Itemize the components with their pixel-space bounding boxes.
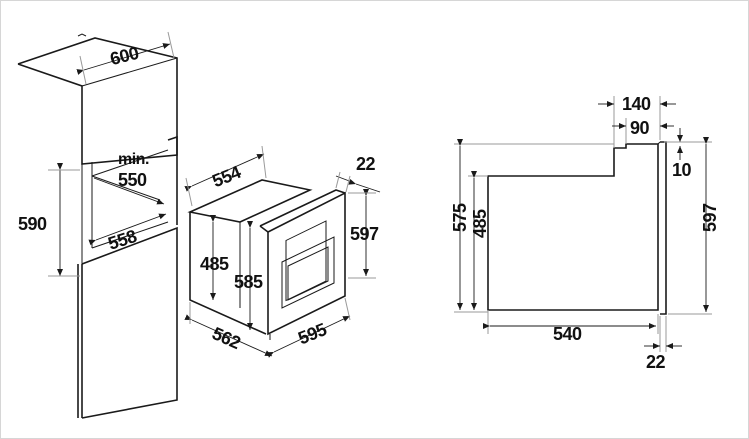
dim-niche-min: min. (118, 151, 149, 168)
dim-side-body-depth: 540 (553, 324, 582, 344)
dim-side-body-height: 485 (470, 209, 490, 238)
dim-front-width: 595 (295, 319, 329, 348)
dim-side-total-height: 575 (450, 203, 470, 232)
dim-oven-depth: 554 (209, 162, 243, 191)
dim-niche-inner-width: 558 (106, 226, 140, 254)
dim-body-height-front: 585 (234, 272, 263, 292)
dim-cabinet-width: 600 (108, 43, 141, 69)
dim-side-front-thickness: 22 (646, 352, 666, 372)
oven-3d-drawing (184, 145, 381, 358)
dim-niche-depth: 550 (118, 170, 147, 190)
dim-side-top-gap: 10 (672, 160, 692, 180)
oven-side-view (454, 96, 712, 352)
dim-body-height: 485 (200, 254, 229, 274)
dim-side-front-height: 597 (700, 203, 720, 232)
dim-front-thickness: 22 (356, 154, 376, 174)
dim-front-height: 597 (350, 224, 379, 244)
dim-side-top-width: 140 (622, 94, 651, 114)
dim-niche-height: 590 (18, 214, 47, 234)
cabinet-drawing (17, 31, 178, 419)
dim-base-depth: 562 (209, 323, 244, 353)
dim-side-top-step: 90 (630, 118, 650, 138)
